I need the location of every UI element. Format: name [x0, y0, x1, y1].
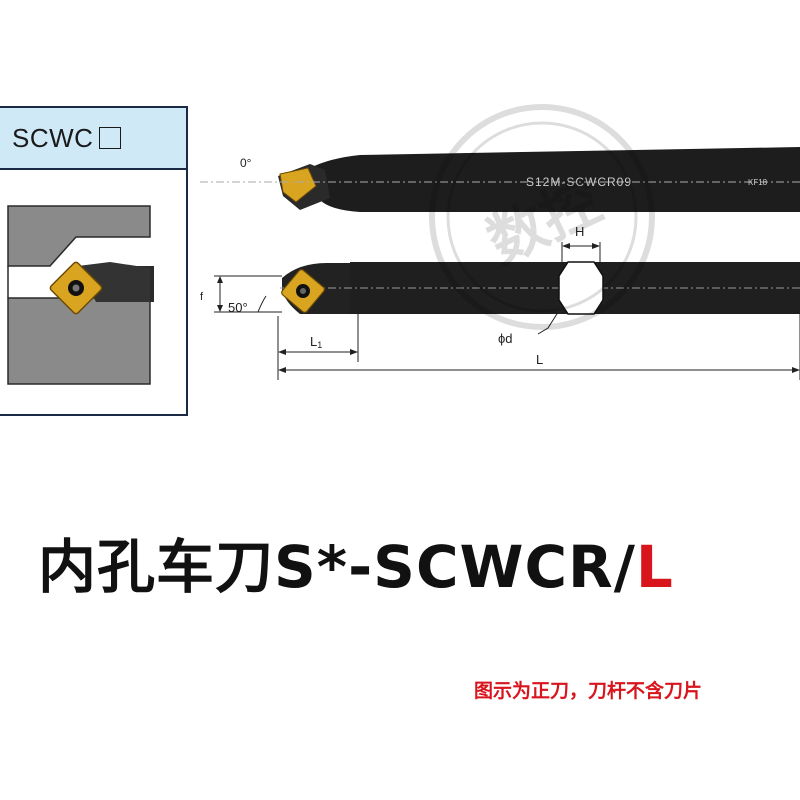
dim-h-label: H [575, 224, 584, 239]
dimension-arrows [217, 243, 800, 373]
tool-top-view [200, 147, 800, 212]
tool-side-view [280, 261, 800, 315]
dim-f-label: f [200, 291, 204, 303]
product-title-main: 内孔车刀S*-SCWCR/ [38, 533, 636, 601]
side-insert [281, 269, 325, 313]
watermark-seal: 数控 [429, 104, 655, 330]
panel-insert [49, 261, 103, 315]
tool-marking: S12M-SCWCR09 [526, 175, 632, 189]
dim-d-label: ϕd [498, 331, 513, 346]
product-title-red: L [635, 533, 674, 601]
angle-top-label: 0° [240, 156, 252, 170]
product-note: 图示为正刀，刀杆不含刀片 [474, 680, 703, 702]
dim-l-label: L [536, 352, 543, 367]
panel-header: SCWC [0, 108, 186, 170]
empty-square-icon [99, 127, 122, 149]
bore-section [7, 205, 154, 385]
panel-title: SCWC [12, 122, 94, 153]
angle-side-label: 50° [228, 300, 248, 315]
dimension-lines [214, 242, 800, 380]
tool-marking-small: KF18 [748, 178, 768, 187]
watermark-text: 数控 [477, 166, 611, 277]
product-title: 内孔车刀S*-SCWCR/L [38, 520, 674, 604]
dim-l1-label: L1 [310, 334, 322, 350]
